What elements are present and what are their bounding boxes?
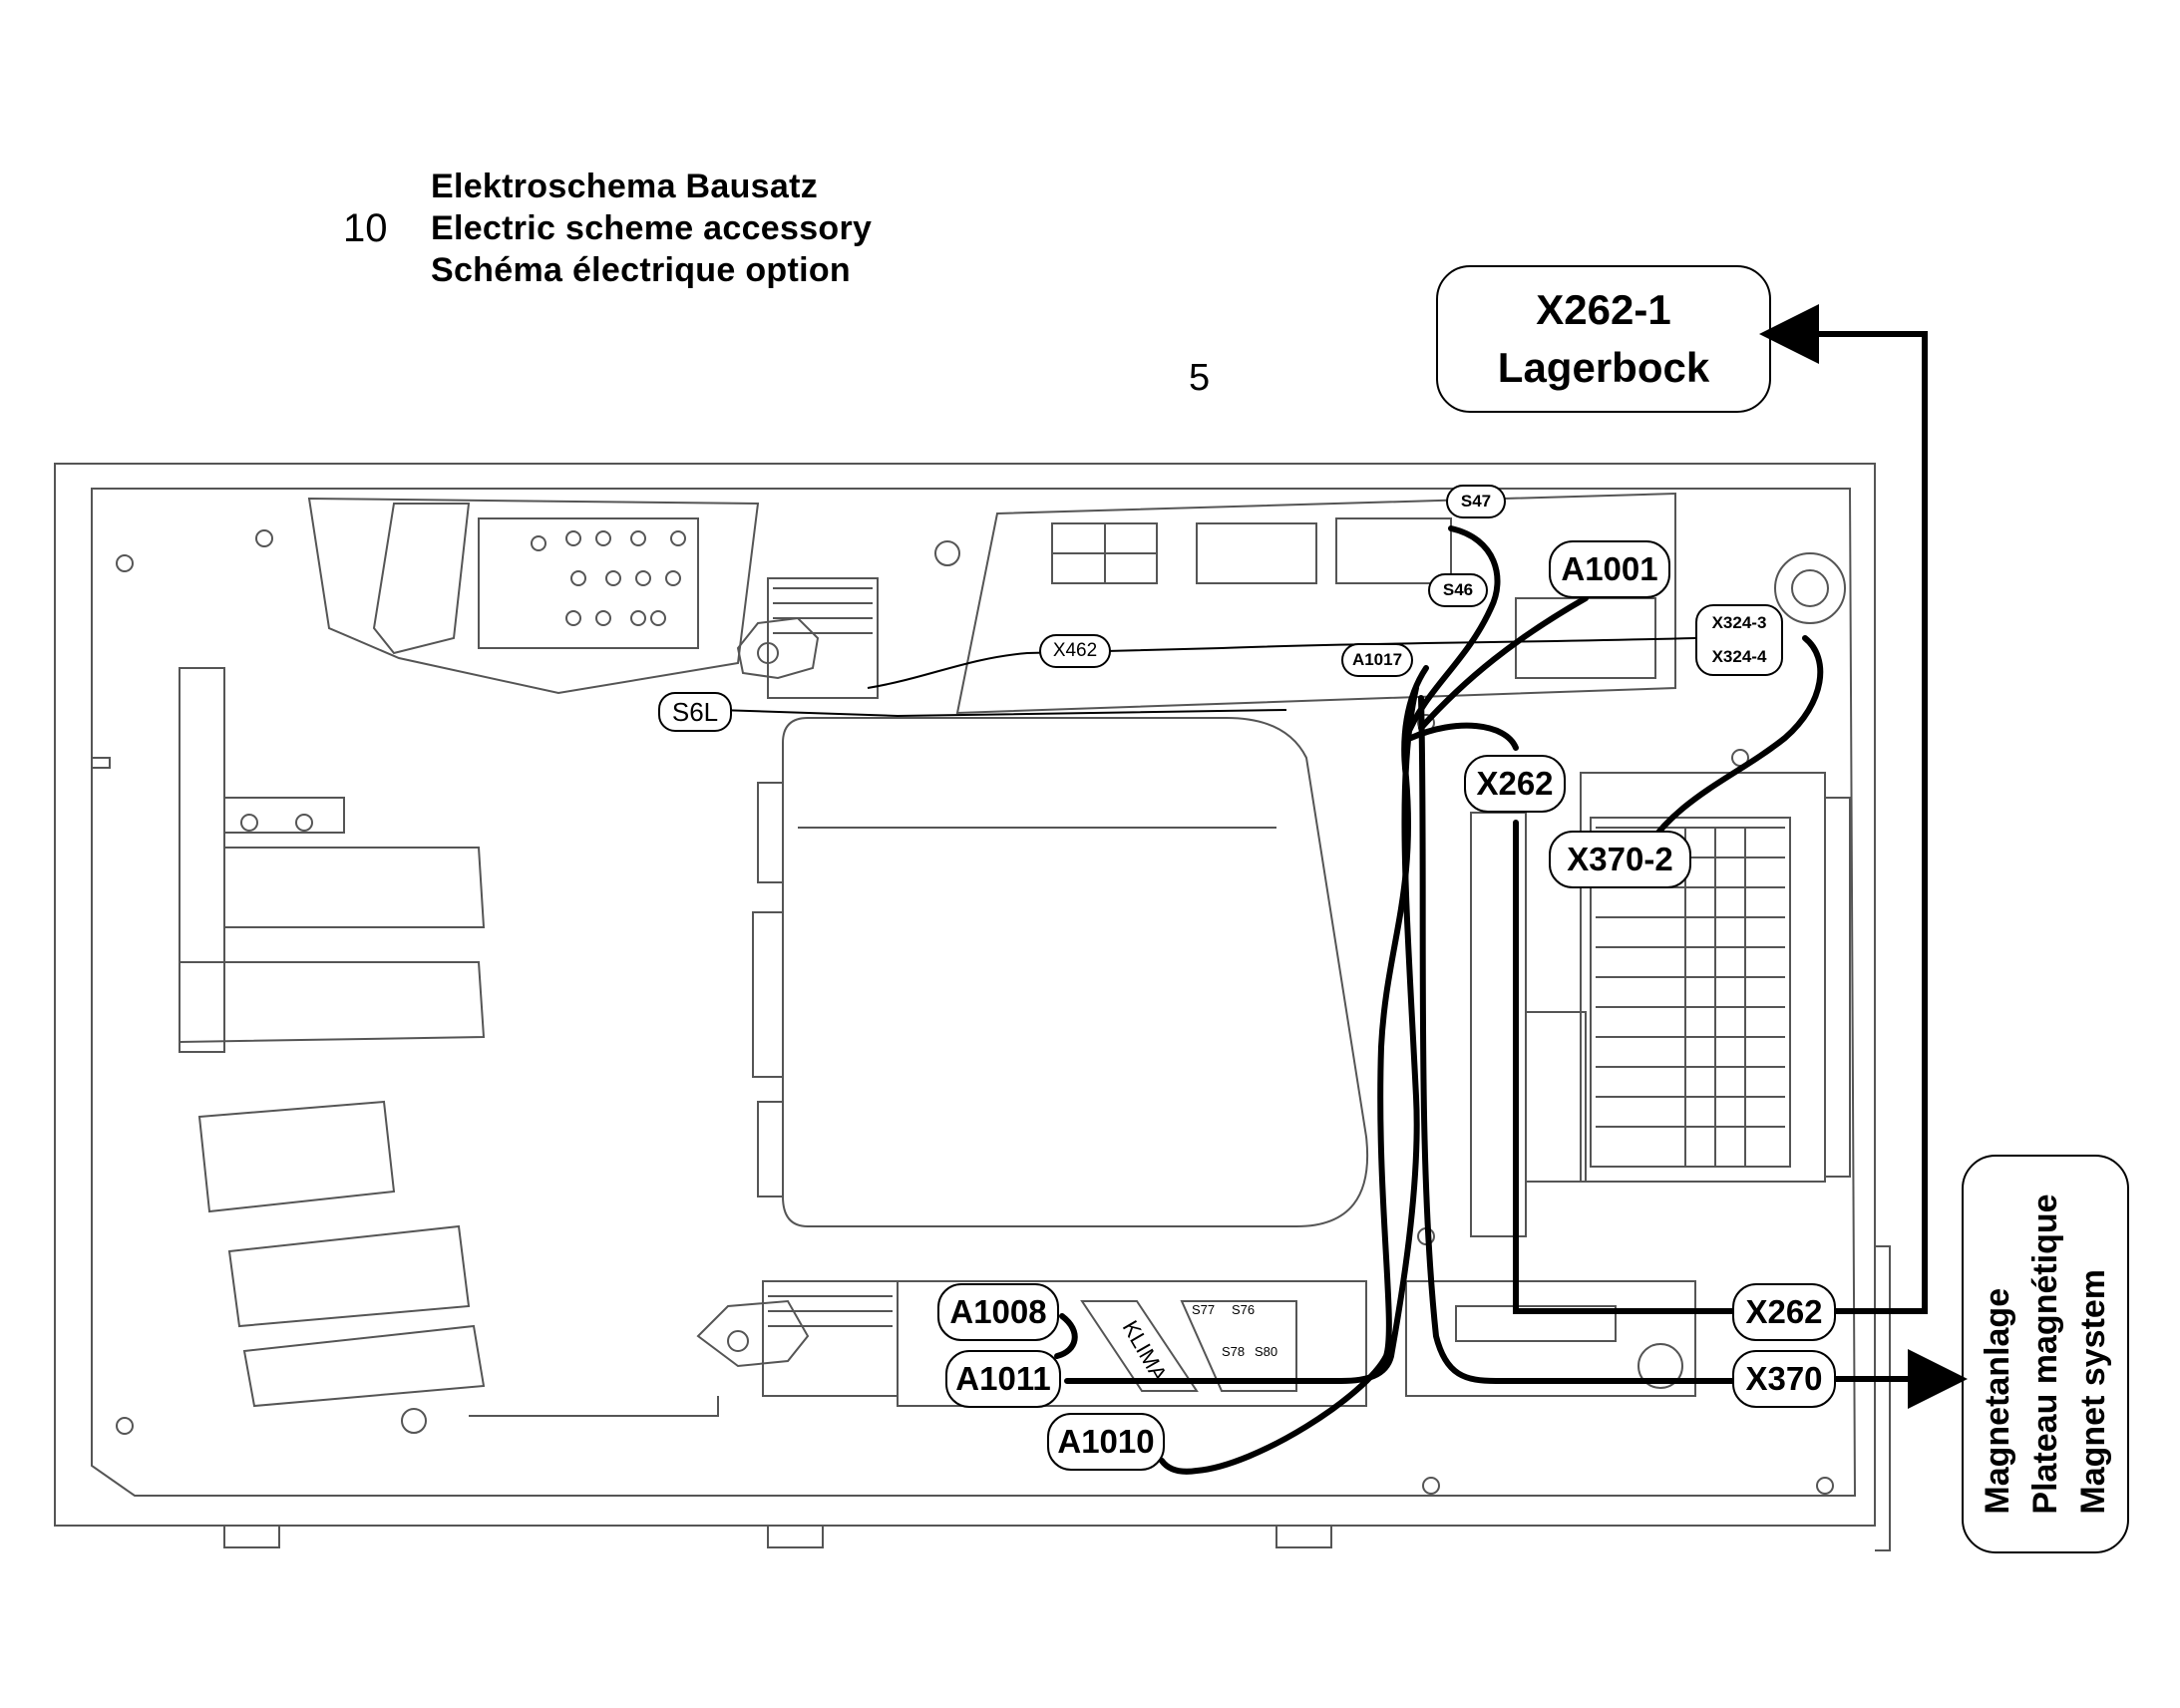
tag-s6l: S6L (658, 692, 732, 732)
section-number: 10 (343, 206, 388, 250)
console-knobs (531, 530, 1846, 626)
switch-s78-label: S78 (1222, 1344, 1245, 1359)
title-french: Schéma électrique option (431, 251, 851, 289)
magnet-system-text: Magnetanlage Plateau magnétique Magnet s… (1974, 1194, 2117, 1514)
tag-x262-bottom: X262 (1732, 1283, 1836, 1341)
magnet-label-fr: Plateau magnétique (2026, 1194, 2064, 1515)
tag-s47: S47 (1446, 485, 1506, 518)
lagerbock-box: X262-1 Lagerbock (1436, 265, 1771, 413)
arrow-lagerbock (1759, 304, 1928, 1314)
tag-s46: S46 (1428, 573, 1488, 607)
joystick-left-bottom (696, 1280, 899, 1397)
switch-s77-label: S77 (1192, 1302, 1215, 1317)
tag-x262-top: X262 (1464, 755, 1566, 813)
joystick-left-top (736, 577, 879, 699)
lagerbock-connector-id: X262-1 (1536, 286, 1671, 333)
lagerbock-label: Lagerbock (1497, 344, 1710, 391)
klima-label: KLIMA (1118, 1316, 1173, 1386)
title-english: Electric scheme accessory (431, 209, 873, 247)
tag-a1010: A1010 (1047, 1413, 1165, 1471)
switch-s80-label: S80 (1255, 1344, 1277, 1359)
tag-x324-3: X324-3 (1711, 613, 1767, 632)
magnet-label-en: Magnet system (2074, 1268, 2112, 1515)
tag-x324-4: X324-4 (1711, 647, 1767, 666)
page-number: 5 (1189, 357, 1211, 399)
tag-x462: X462 (1039, 634, 1111, 668)
tag-x370: X370 (1732, 1350, 1836, 1408)
tag-a1008: A1008 (937, 1283, 1059, 1341)
switch-s76-label: S76 (1232, 1302, 1255, 1317)
cabin-frame (54, 463, 1891, 1551)
title-german: Elektroschema Bausatz (431, 168, 819, 205)
magnet-system-box: Magnetanlage Plateau magnétique Magnet s… (1962, 1155, 2129, 1553)
bottom-console (401, 1280, 1696, 1434)
tag-x324: X324-3 X324-4 (1695, 604, 1783, 676)
seat (752, 717, 1369, 1227)
tag-a1001: A1001 (1549, 540, 1670, 598)
tag-a1017: A1017 (1341, 643, 1413, 677)
tag-a1011: A1011 (945, 1350, 1061, 1408)
heater-unit (1470, 772, 1851, 1237)
thin-wires (717, 637, 1696, 718)
left-armrest (179, 667, 486, 1408)
magnet-label-de: Magnetanlage (1979, 1287, 2016, 1515)
tag-x370-2: X370-2 (1549, 831, 1691, 888)
wiring-harness (1054, 525, 1824, 1475)
